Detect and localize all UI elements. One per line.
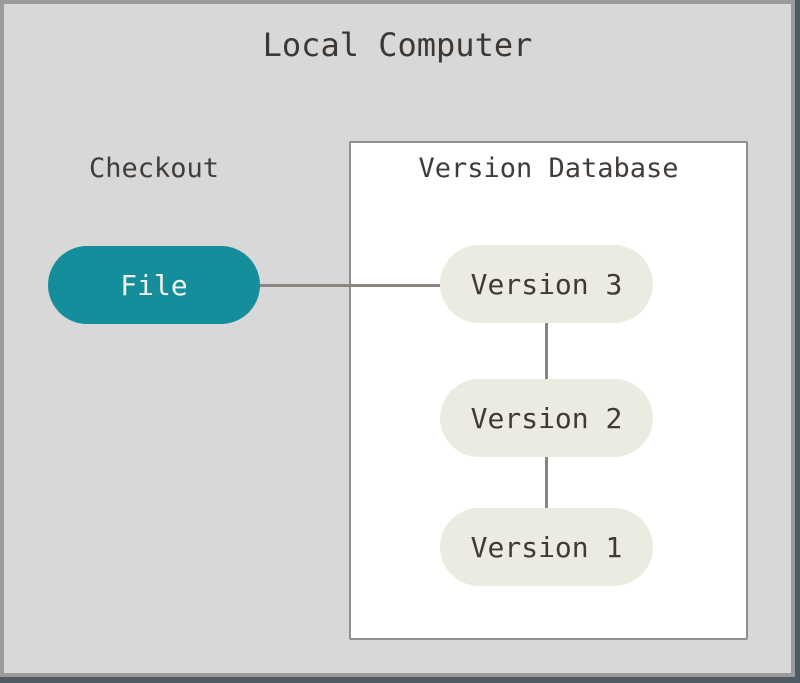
version2-node-label: Version 2 (470, 401, 623, 435)
version3-node-label: Version 3 (470, 267, 623, 301)
connector-version3-to-version2 (545, 320, 548, 382)
file-node-label: File (120, 268, 188, 302)
version2-node: Version 2 (440, 379, 653, 457)
version3-node: Version 3 (440, 245, 653, 323)
checkout-label: Checkout (88, 153, 220, 184)
connector-version2-to-version1 (545, 454, 548, 512)
version-database-title: Version Database (418, 153, 679, 184)
version1-node: Version 1 (440, 508, 653, 586)
diagram-title: Local Computer (262, 26, 533, 64)
connector-file-to-version3 (256, 284, 444, 287)
version1-node-label: Version 1 (470, 530, 623, 564)
file-node: File (48, 246, 260, 324)
